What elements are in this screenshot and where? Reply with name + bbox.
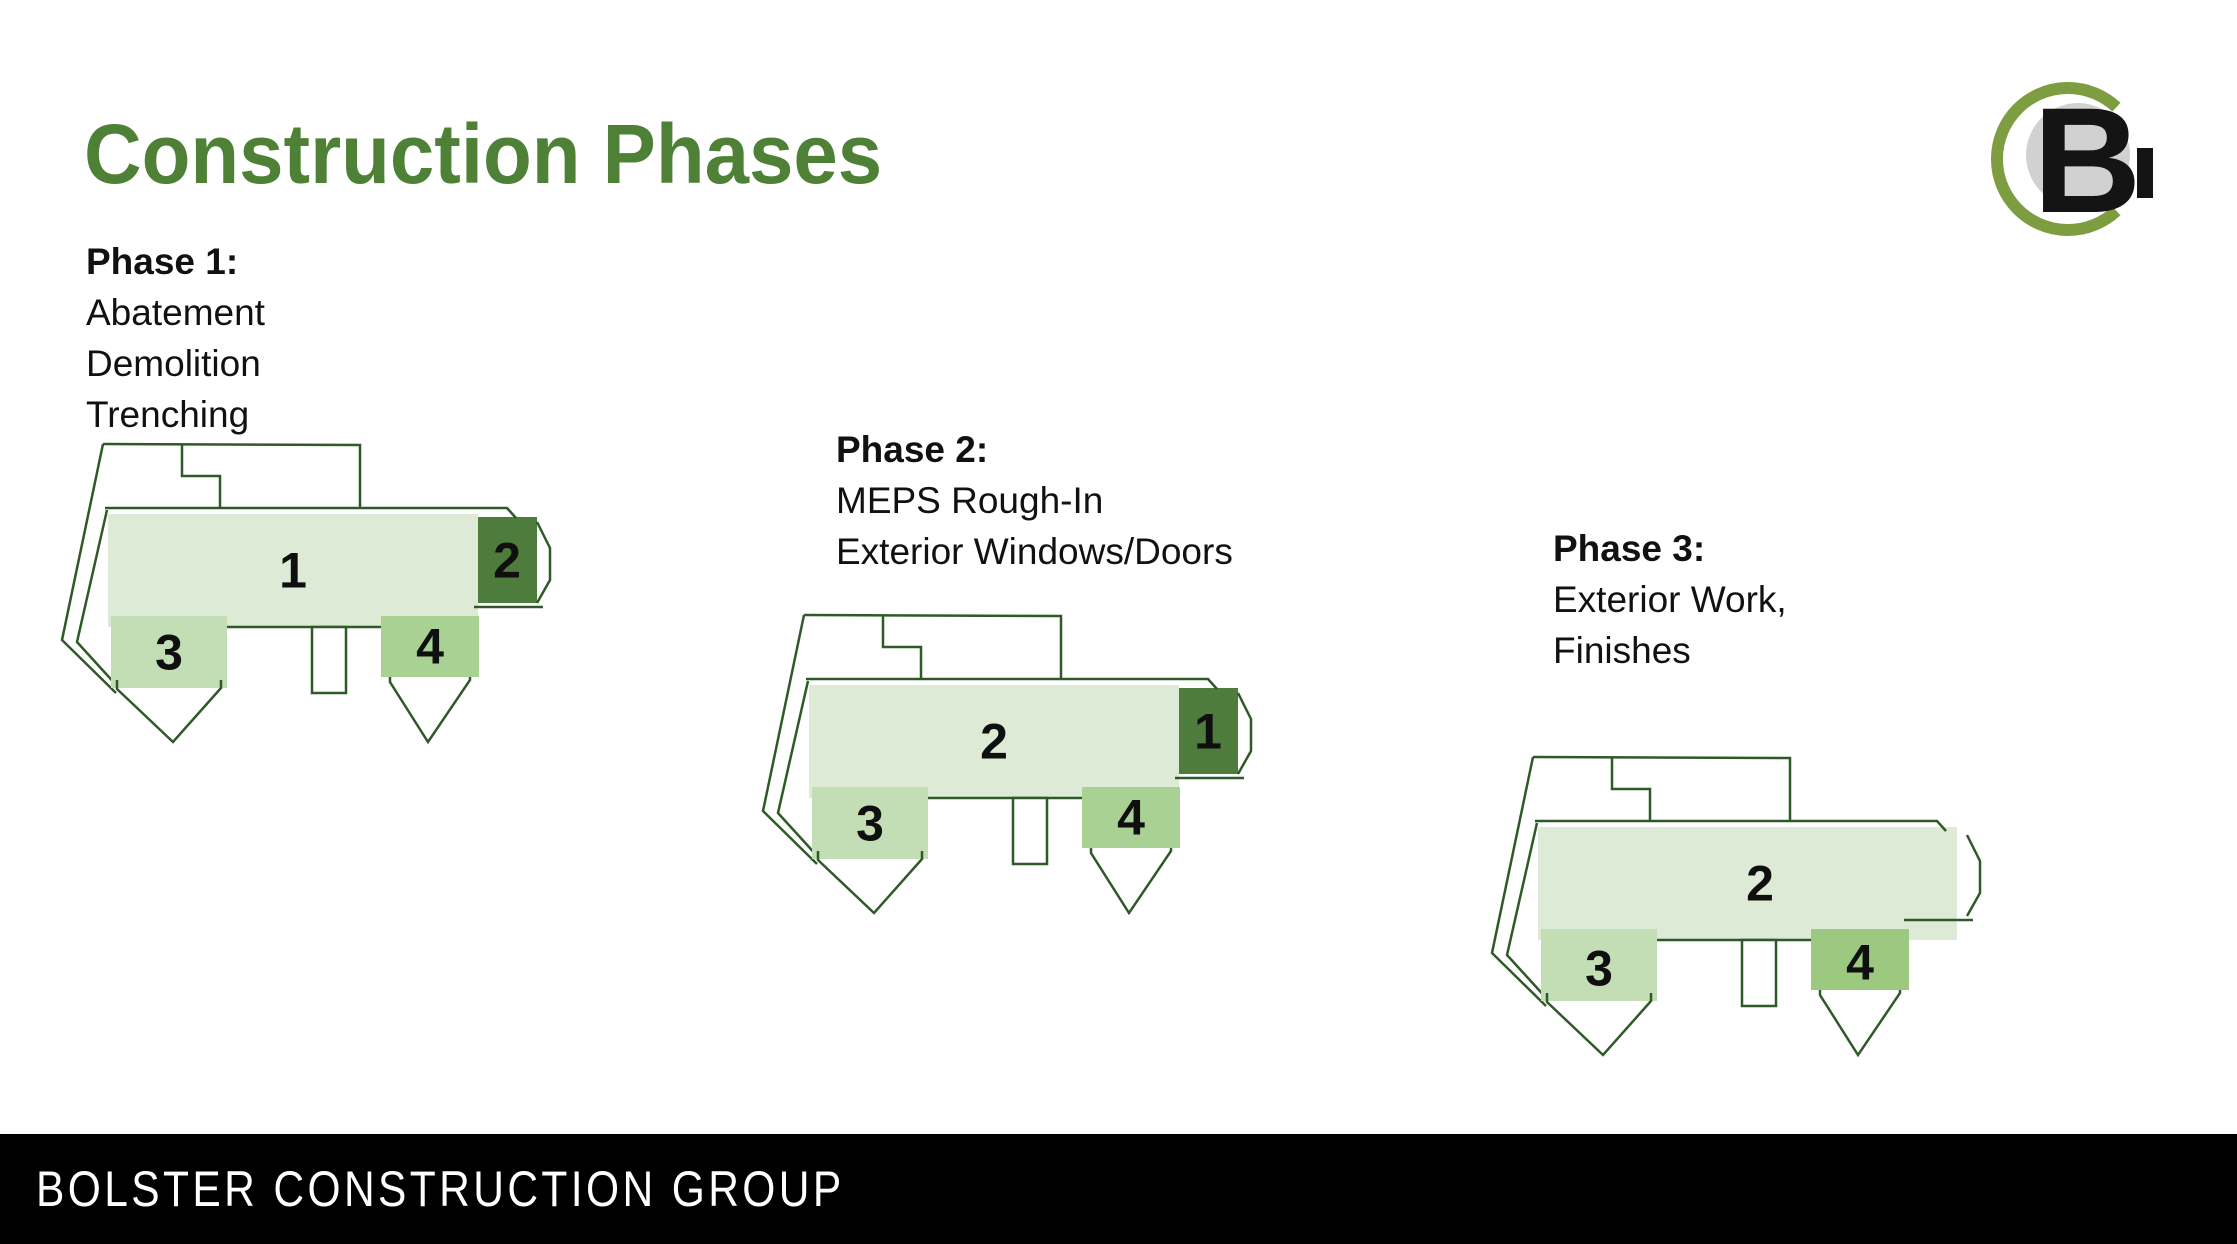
plan-bay-outline: [1236, 692, 1253, 775]
plan-bay-outline: [388, 677, 472, 745]
page-title: Construction Phases: [84, 107, 883, 201]
plan-outline: [60, 443, 117, 694]
phase-3-heading: Phase 3:: [1553, 528, 1706, 569]
region-label-bottom-right: 4: [1846, 935, 1874, 991]
logo-c-ring-icon: [1991, 82, 2121, 236]
phase-2-line: MEPS Rough-In: [836, 480, 1104, 521]
plan-outline: [105, 506, 517, 519]
phase-1-line: Demolition: [86, 343, 261, 384]
plan-region-dark: [478, 517, 537, 603]
plan-bay-outline: [1965, 834, 1982, 917]
plan-door-stub: [1011, 796, 1049, 866]
region-label-bottom-left: 3: [155, 625, 183, 681]
phase-3-text-block: Phase 3: Exterior Work, Finishes: [1553, 523, 1787, 676]
plan-outline: [881, 615, 923, 679]
footer-company-name: BOLSTER CONSTRUCTION GROUP: [36, 1161, 845, 1217]
phase-1-floorplan: 1 2 3 4: [60, 442, 552, 745]
region-label-dark: 1: [1194, 704, 1222, 760]
logo-gray-circle-icon: [2026, 103, 2130, 207]
phase-1-line: Abatement: [86, 292, 265, 333]
phase-1-text-block: Phase 1: Abatement Demolition Trenching: [86, 236, 265, 440]
plan-bay-outline: [1545, 993, 1653, 1057]
plan-outline: [806, 677, 1218, 690]
phase-3-line: Finishes: [1553, 630, 1691, 671]
region-label-main: 1: [279, 543, 307, 599]
plan-bay-outline: [115, 680, 223, 744]
plan-region-main: [1538, 827, 1957, 940]
region-label-dark: 2: [493, 533, 521, 589]
phase-2-text-block: Phase 2: MEPS Rough-In Exterior Windows/…: [836, 424, 1233, 577]
phase-1-heading: Phase 1:: [86, 241, 239, 282]
plan-region-bottom-right: [1811, 929, 1909, 990]
phase-2-heading: Phase 2:: [836, 429, 989, 470]
plan-region-main: [108, 514, 478, 627]
plan-region-bottom-left: [1541, 929, 1657, 1001]
plan-outline: [180, 444, 222, 508]
phase-3-floorplan: 2 3 4: [1490, 755, 1982, 1058]
plan-door-stub: [310, 625, 348, 695]
region-label-main: 2: [1746, 856, 1774, 912]
plan-bay-outline: [1089, 848, 1173, 916]
plan-region-bottom-left: [111, 616, 227, 688]
plan-bay-outline: [1818, 990, 1902, 1058]
company-logo: B: [1991, 76, 2153, 244]
phase-2-floorplan: 2 1 3 4: [761, 613, 1253, 916]
region-label-bottom-left: 3: [1585, 941, 1613, 997]
plan-outline: [1610, 757, 1652, 821]
plan-outline: [803, 613, 1063, 679]
region-label-bottom-right: 4: [1117, 790, 1145, 846]
region-label-main: 2: [980, 714, 1008, 770]
plan-region-bottom-right: [1082, 787, 1180, 848]
region-label-bottom-right: 4: [416, 619, 444, 675]
phase-1-line: Trenching: [86, 394, 250, 435]
plan-outline: [761, 614, 818, 865]
phase-3-line: Exterior Work,: [1553, 579, 1787, 620]
plan-outline: [1535, 819, 1947, 832]
plan-bay-outline: [535, 521, 552, 604]
plan-outline: [75, 509, 119, 688]
plan-outline: [102, 442, 362, 508]
plan-door-stub: [1740, 938, 1778, 1008]
plan-outline: [1532, 755, 1792, 821]
plan-outline: [776, 680, 820, 859]
plan-region-dark: [1179, 688, 1238, 774]
region-label-bottom-left: 3: [856, 796, 884, 852]
plan-region-bottom-right: [381, 616, 479, 677]
phase-2-line: Exterior Windows/Doors: [836, 531, 1233, 572]
plan-bay-outline: [816, 851, 924, 915]
plan-region-bottom-left: [812, 787, 928, 859]
logo-g-bar-icon: [2137, 148, 2153, 198]
footer-bar: BOLSTER CONSTRUCTION GROUP: [0, 1134, 2237, 1244]
plan-region-main: [809, 685, 1179, 798]
logo-letter-b: B: [2033, 76, 2141, 244]
plan-outline: [1490, 756, 1547, 1007]
plan-outline: [1505, 822, 1549, 1001]
